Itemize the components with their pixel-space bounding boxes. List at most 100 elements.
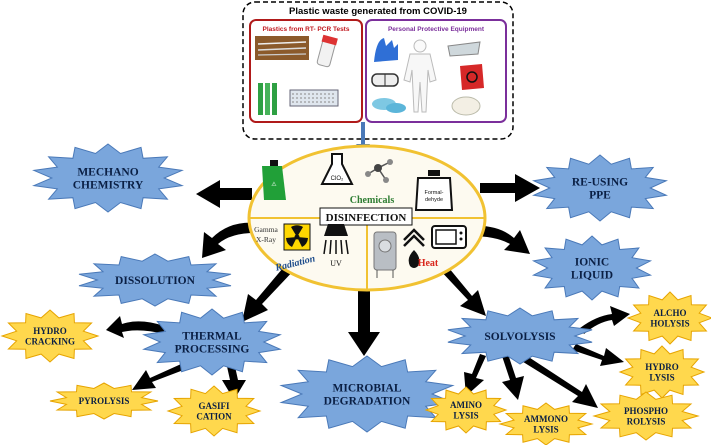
- thermal-processing-node-label: PROCESSING: [175, 344, 250, 356]
- uv-lamp-icon: [323, 224, 349, 255]
- ppe-label: Personal Protective Equipment: [388, 26, 485, 33]
- arrow-to-ionic: [470, 225, 530, 254]
- mechanochemistry-node-label: CHEMISTRY: [73, 180, 144, 192]
- thermal-processing-node-label: THERMAL: [182, 330, 242, 342]
- ppe-box: Personal Protective Equipment: [365, 19, 507, 123]
- arrow-to-phospholysis: [520, 354, 598, 408]
- svg-text:⚠: ⚠: [271, 181, 277, 188]
- mechanochemistry-node-shape: [32, 143, 184, 213]
- test-tubes-icon: [255, 36, 309, 60]
- arrow-to-mechanochemistry: [196, 180, 252, 208]
- reusing-ppe-node: RE-USING PPE: [531, 154, 669, 222]
- alcoholysis-node-label: ALCHO: [653, 308, 686, 318]
- alcoholysis-node-shape: [626, 291, 711, 345]
- gamma-label: Gamma: [254, 225, 278, 234]
- plastic-waste-box: Plastic waste generated from COVID-19 Pl…: [242, 1, 514, 152]
- hydrolysis-node-label: HYDRO: [645, 362, 679, 372]
- reusing-ppe-node-label: RE-USING: [572, 176, 628, 188]
- hydrocracking-node-shape: [0, 309, 100, 363]
- solvolysis-node-shape: [447, 307, 593, 365]
- solvolysis-node: SOLVOLYSIS: [447, 307, 593, 365]
- pyrolysis-node-label: PYROLYSIS: [79, 396, 130, 406]
- ammonolysis-node-shape: [498, 402, 594, 445]
- thermal-processing-node-shape: [142, 308, 282, 376]
- gloves-icon: [374, 38, 398, 62]
- plastic-waste-title: Plastic waste generated from COVID-19: [289, 6, 467, 17]
- radiation-icon: [283, 223, 311, 251]
- arrow-to-thermal: [242, 262, 296, 322]
- arrow-to-reusing: [480, 174, 540, 202]
- microbial-degradation-node-label: MICROBIAL: [332, 382, 401, 394]
- xray-label: X-Ray: [256, 235, 276, 244]
- arrow-to-hydrolysis: [572, 344, 624, 366]
- steam-flame-icon: [403, 228, 425, 268]
- mechanochemistry-node: MECHANO CHEMISTRY: [32, 143, 184, 213]
- face-mask-icon: [451, 96, 481, 116]
- thermal-processing-node: THERMAL PROCESSING: [142, 308, 282, 376]
- ionic-liquid-node-label: LIQUID: [571, 270, 613, 282]
- arrow-to-solvolysis: [438, 262, 486, 316]
- ammonolysis-node-label: LYSIS: [533, 424, 558, 434]
- formaldehyde-line1: Formal-: [425, 190, 444, 196]
- autoclave-icon: [373, 231, 397, 278]
- pcr-plate-icon: [289, 89, 339, 107]
- clo2-label: ClO₂: [331, 176, 344, 182]
- aminolysis-node-label: AMINO: [450, 400, 482, 410]
- shoe-covers-icon: [372, 98, 406, 113]
- arrow-to-aminolysis: [464, 354, 486, 396]
- reusing-ppe-node-label: PPE: [589, 190, 611, 202]
- phosphorolysis-node-label: PHOSPHO: [624, 406, 668, 416]
- ammonolysis-node-label: AMMONO: [524, 414, 568, 424]
- microbial-degradation-node-shape: [279, 355, 455, 433]
- heat-label: Heat: [418, 258, 439, 269]
- hydrolysis-node-label: LYSIS: [649, 372, 674, 382]
- arrows: [106, 174, 630, 408]
- face-shield-icon: [447, 41, 481, 57]
- arrow-to-alcoholysis: [580, 306, 630, 334]
- solvolysis-node-label: SOLVOLYSIS: [484, 331, 555, 343]
- rtpcr-label: Plastics from RT- PCR Tests: [263, 26, 350, 33]
- uv-label: UV: [330, 259, 342, 268]
- microwave-icon: [431, 225, 467, 249]
- phosphorolysis-node-label: ROLYSIS: [627, 416, 666, 426]
- formaldehyde-line2: dehyde: [425, 197, 443, 203]
- goggles-icon: [371, 73, 399, 87]
- coverall-icon: [403, 39, 437, 113]
- clo2-flask-icon: ClO₂: [320, 153, 354, 185]
- gasification-node-label: CATION: [196, 411, 232, 421]
- spray-bottle-icon: ⚠: [262, 160, 286, 200]
- molecule-icon: [365, 159, 393, 183]
- dissolution-node-shape: [78, 253, 232, 307]
- biohazard-bag-icon: [460, 64, 484, 90]
- pyrolysis-node-shape: [49, 382, 159, 420]
- aminolysis-node-shape: [424, 386, 508, 434]
- swab-tubes-icon: [258, 83, 277, 115]
- chemicals-label: Chemicals: [350, 195, 395, 206]
- arrow-to-hydrocracking: [106, 316, 164, 338]
- mechanochemistry-node-label: MECHANO: [77, 166, 138, 178]
- arrow-to-ammonolysis: [502, 354, 524, 400]
- hydrocracking-node-label: CRACKING: [25, 336, 75, 346]
- disinfection-label: DISINFECTION: [326, 212, 407, 224]
- pyrolysis-node: PYROLYSIS: [49, 382, 159, 420]
- arrow-to-dissolution: [202, 222, 260, 258]
- aminolysis-node-label: LYSIS: [453, 410, 478, 420]
- arrow-to-pyrolysis: [132, 360, 194, 390]
- sample-vial-icon: [316, 34, 338, 68]
- disinfection-hub: ⚠ ClO₂ Formal- dehyde Chemicals DISINFEC…: [247, 144, 487, 292]
- formaldehyde-jug-icon: Formal- dehyde: [414, 170, 454, 211]
- arrow-to-microbial: [348, 278, 380, 356]
- gasification-node-shape: [166, 385, 262, 437]
- arrow-to-gasification: [222, 362, 246, 400]
- alcoholysis-node-label: HOLYSIS: [650, 318, 689, 328]
- hydrocracking-node-label: HYDRO: [33, 326, 67, 336]
